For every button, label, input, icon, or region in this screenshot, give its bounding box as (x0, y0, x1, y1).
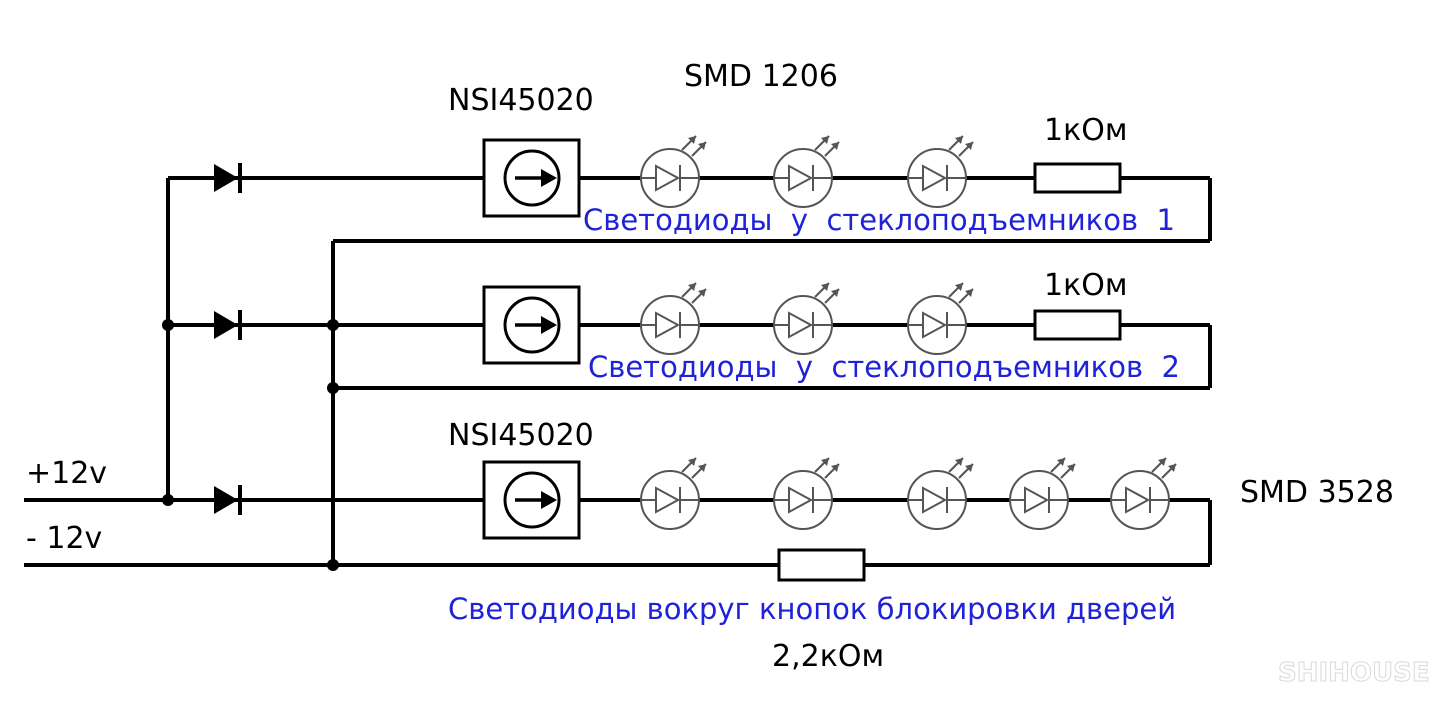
led-type-label-top: SMD 1206 (684, 59, 838, 94)
led-icon (773, 282, 840, 355)
diode-icon (214, 163, 242, 193)
led-icon (907, 282, 974, 355)
watermark: SHIHOUSE (1278, 658, 1430, 688)
led-icon (907, 457, 974, 530)
resistor-icon (1033, 162, 1122, 194)
resistor-label-row1: 1кОм (1044, 113, 1127, 148)
caption-row1: Светодиоды у стеклоподъемников 1 (583, 203, 1175, 237)
resistor-icon (777, 548, 866, 582)
current-regulator-icon (482, 138, 581, 218)
supply-positive-label: +12v (26, 456, 107, 491)
led-icon (640, 282, 707, 355)
led-type-label-bottom: SMD 3528 (1240, 475, 1394, 510)
led-icon (640, 457, 707, 530)
led-icon (1009, 457, 1076, 530)
caption-row3: Светодиоды вокруг кнопок блокировки двер… (448, 592, 1176, 626)
current-regulator-icon (482, 460, 581, 540)
current-regulator-icon (482, 285, 581, 365)
led-icon (640, 135, 707, 208)
led-icon (773, 457, 840, 530)
resistor-label-row2: 1кОм (1044, 268, 1127, 303)
negative-rail (24, 241, 1210, 567)
diode-icon (214, 310, 242, 340)
led-icon (773, 135, 840, 208)
resistor-label-row3: 2,2кОм (772, 639, 884, 674)
led-icon (1110, 457, 1177, 530)
caption-row2: Светодиоды у стеклоподъемников 2 (588, 350, 1180, 384)
driver-label-top: NSI45020 (448, 83, 594, 118)
junction-dot (327, 559, 339, 571)
resistor-icon (1033, 309, 1122, 341)
supply-negative-label: - 12v (26, 521, 102, 556)
junction-dot (162, 494, 174, 506)
led-icon (907, 135, 974, 208)
positive-rail (24, 178, 490, 502)
driver-label-bottom: NSI45020 (448, 418, 594, 453)
diode-icon (214, 485, 242, 515)
